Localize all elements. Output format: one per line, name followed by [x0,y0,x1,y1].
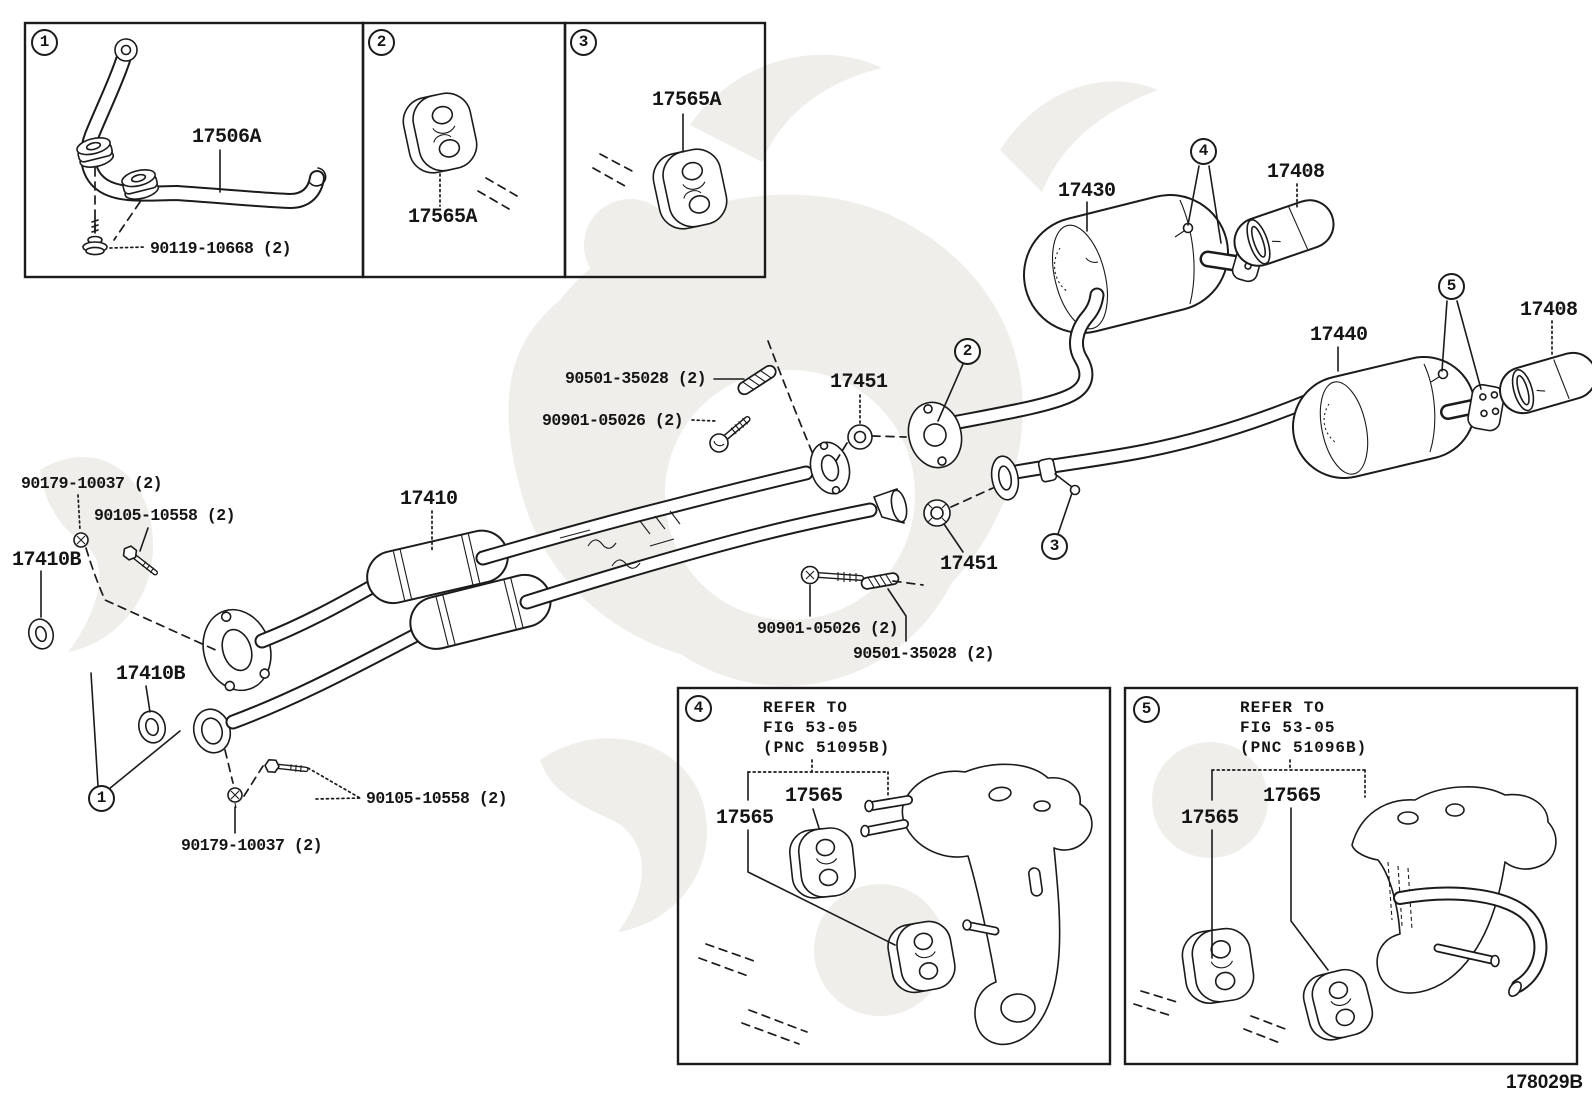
inset2-callout: 2 [368,29,395,56]
label-17408-2: 17408 [1520,299,1578,322]
label-17506a: 17506A [192,126,262,149]
catalyst-lower [409,573,552,650]
label-17410: 17410 [400,488,458,511]
callout4-legs [1187,165,1222,244]
hanger-17565-4a [788,827,856,899]
inset5-refer-text: REFER TO FIG 53-05 (PNC 51096B) [1240,698,1367,758]
label-17565-4u: 17565 [785,785,843,808]
inlet-flange-17430 [907,401,963,469]
inset4-callout: 4 [685,695,712,722]
tailpipe-hanger-pin [1037,457,1081,496]
label-90179-2: 90179-10037 (2) [181,836,323,855]
inset-box-frames [23,21,1579,1066]
front-flange-lower [192,708,232,754]
catalyst-upper [366,529,509,605]
gasket-17410b-2 [137,710,167,744]
bolt-90105-1 [122,545,158,576]
front-pipe-assembly-17410 [27,441,908,754]
callout-2: 2 [954,338,981,365]
inset5-art [1133,759,1557,1044]
tail-section [907,194,1592,501]
gasket-17410b-1 [27,618,55,650]
label-17410b-1: 17410B [12,549,82,572]
label-17440: 17440 [1310,324,1368,347]
inset-box-5 [1123,686,1579,1066]
tailpipe-flange [990,455,1020,501]
muffler-17440-pin [1437,368,1449,380]
muffler-17430 [1023,194,1268,334]
label-17565a-box2: 17565A [408,206,478,229]
bolt-90105-2 [264,758,309,774]
center-hardware [709,340,994,590]
label-90105-1: 90105-10558 (2) [94,506,236,525]
spring-90501-2 [860,572,900,590]
label-17565-4l: 17565 [716,807,774,830]
label-90179-1: 90179-10037 (2) [21,474,163,493]
callout-1: 1 [88,785,115,812]
baffle-17408-1 [1233,199,1335,267]
bracket-bushing-1 [76,137,115,168]
left-hardware [73,532,361,809]
nut-90179-1 [73,532,89,548]
inset1-callout: 1 [31,29,58,56]
label-90901-1: 90901-05026 (2) [542,411,684,430]
callout5-legs [1441,300,1482,390]
refer-line-2: FIG 53-05 [1240,719,1336,737]
refer-line-2: FIG 53-05 [763,719,859,737]
bolt-90901-1 [709,415,751,453]
bracket-bushing-2 [121,169,160,200]
label-17408-1: 17408 [1267,161,1325,184]
inset1-bracket-art [76,38,327,256]
refer-line-3: (PNC 51095B) [763,739,891,757]
baffle-17408-2 [1499,351,1592,415]
label-17565-5u: 17565 [1263,785,1321,808]
inset-box-3 [563,21,767,279]
inset5-callout: 5 [1133,696,1160,723]
muffler-17440 [1292,356,1509,479]
label-17565-5l: 17565 [1181,807,1239,830]
leader-90119 [109,246,147,249]
inset4-refer-text: REFER TO FIG 53-05 (PNC 51095B) [763,698,890,758]
refer-line-3: (PNC 51096B) [1240,739,1368,757]
callout-3: 3 [1041,533,1068,560]
spring-90501-1 [737,364,777,396]
hanger-17565-5a [1181,927,1255,1004]
inset2-hanger-art [402,92,518,210]
nut-90179-2 [227,787,243,809]
label-17451-2: 17451 [940,553,998,576]
hanger-17565-4b [887,920,956,994]
callout3-leg [1057,492,1073,535]
rear-flange-upper [809,441,851,495]
label-17430: 17430 [1058,180,1116,203]
inset3-callout: 3 [570,29,597,56]
inset-box-4 [676,686,1112,1066]
callout1-legs [90,672,181,790]
front-flange-upper [202,608,272,692]
inset3-hanger-art [592,113,728,230]
callout-5: 5 [1438,273,1465,300]
callout-4: 4 [1190,138,1217,165]
inset4-art [698,759,1093,1046]
label-90501-1: 90501-35028 (2) [565,369,707,388]
label-90501-2: 90501-35028 (2) [853,644,995,663]
label-90119: 90119-10668 (2) [150,239,292,258]
muffler-17440-bracket [1467,383,1509,432]
callout2-leg [937,363,964,422]
bolt-90119-art [82,217,108,256]
refer-line-1: REFER TO [1240,699,1325,717]
label-17565a-box3: 17565A [652,89,722,112]
refer-line-1: REFER TO [763,699,848,717]
leader-lines [40,165,1553,834]
hanger-17565-5b [1302,968,1374,1041]
bolt-90901-2 [800,565,864,585]
figure-code: 178029B [1506,1072,1584,1093]
label-90105-2: 90105-10558 (2) [366,789,508,808]
hanger-bracket-4 [901,763,1093,1046]
label-17451-1: 17451 [830,371,888,394]
label-90901-2: 90901-05026 (2) [757,619,899,638]
label-17410b-2: 17410B [116,663,186,686]
